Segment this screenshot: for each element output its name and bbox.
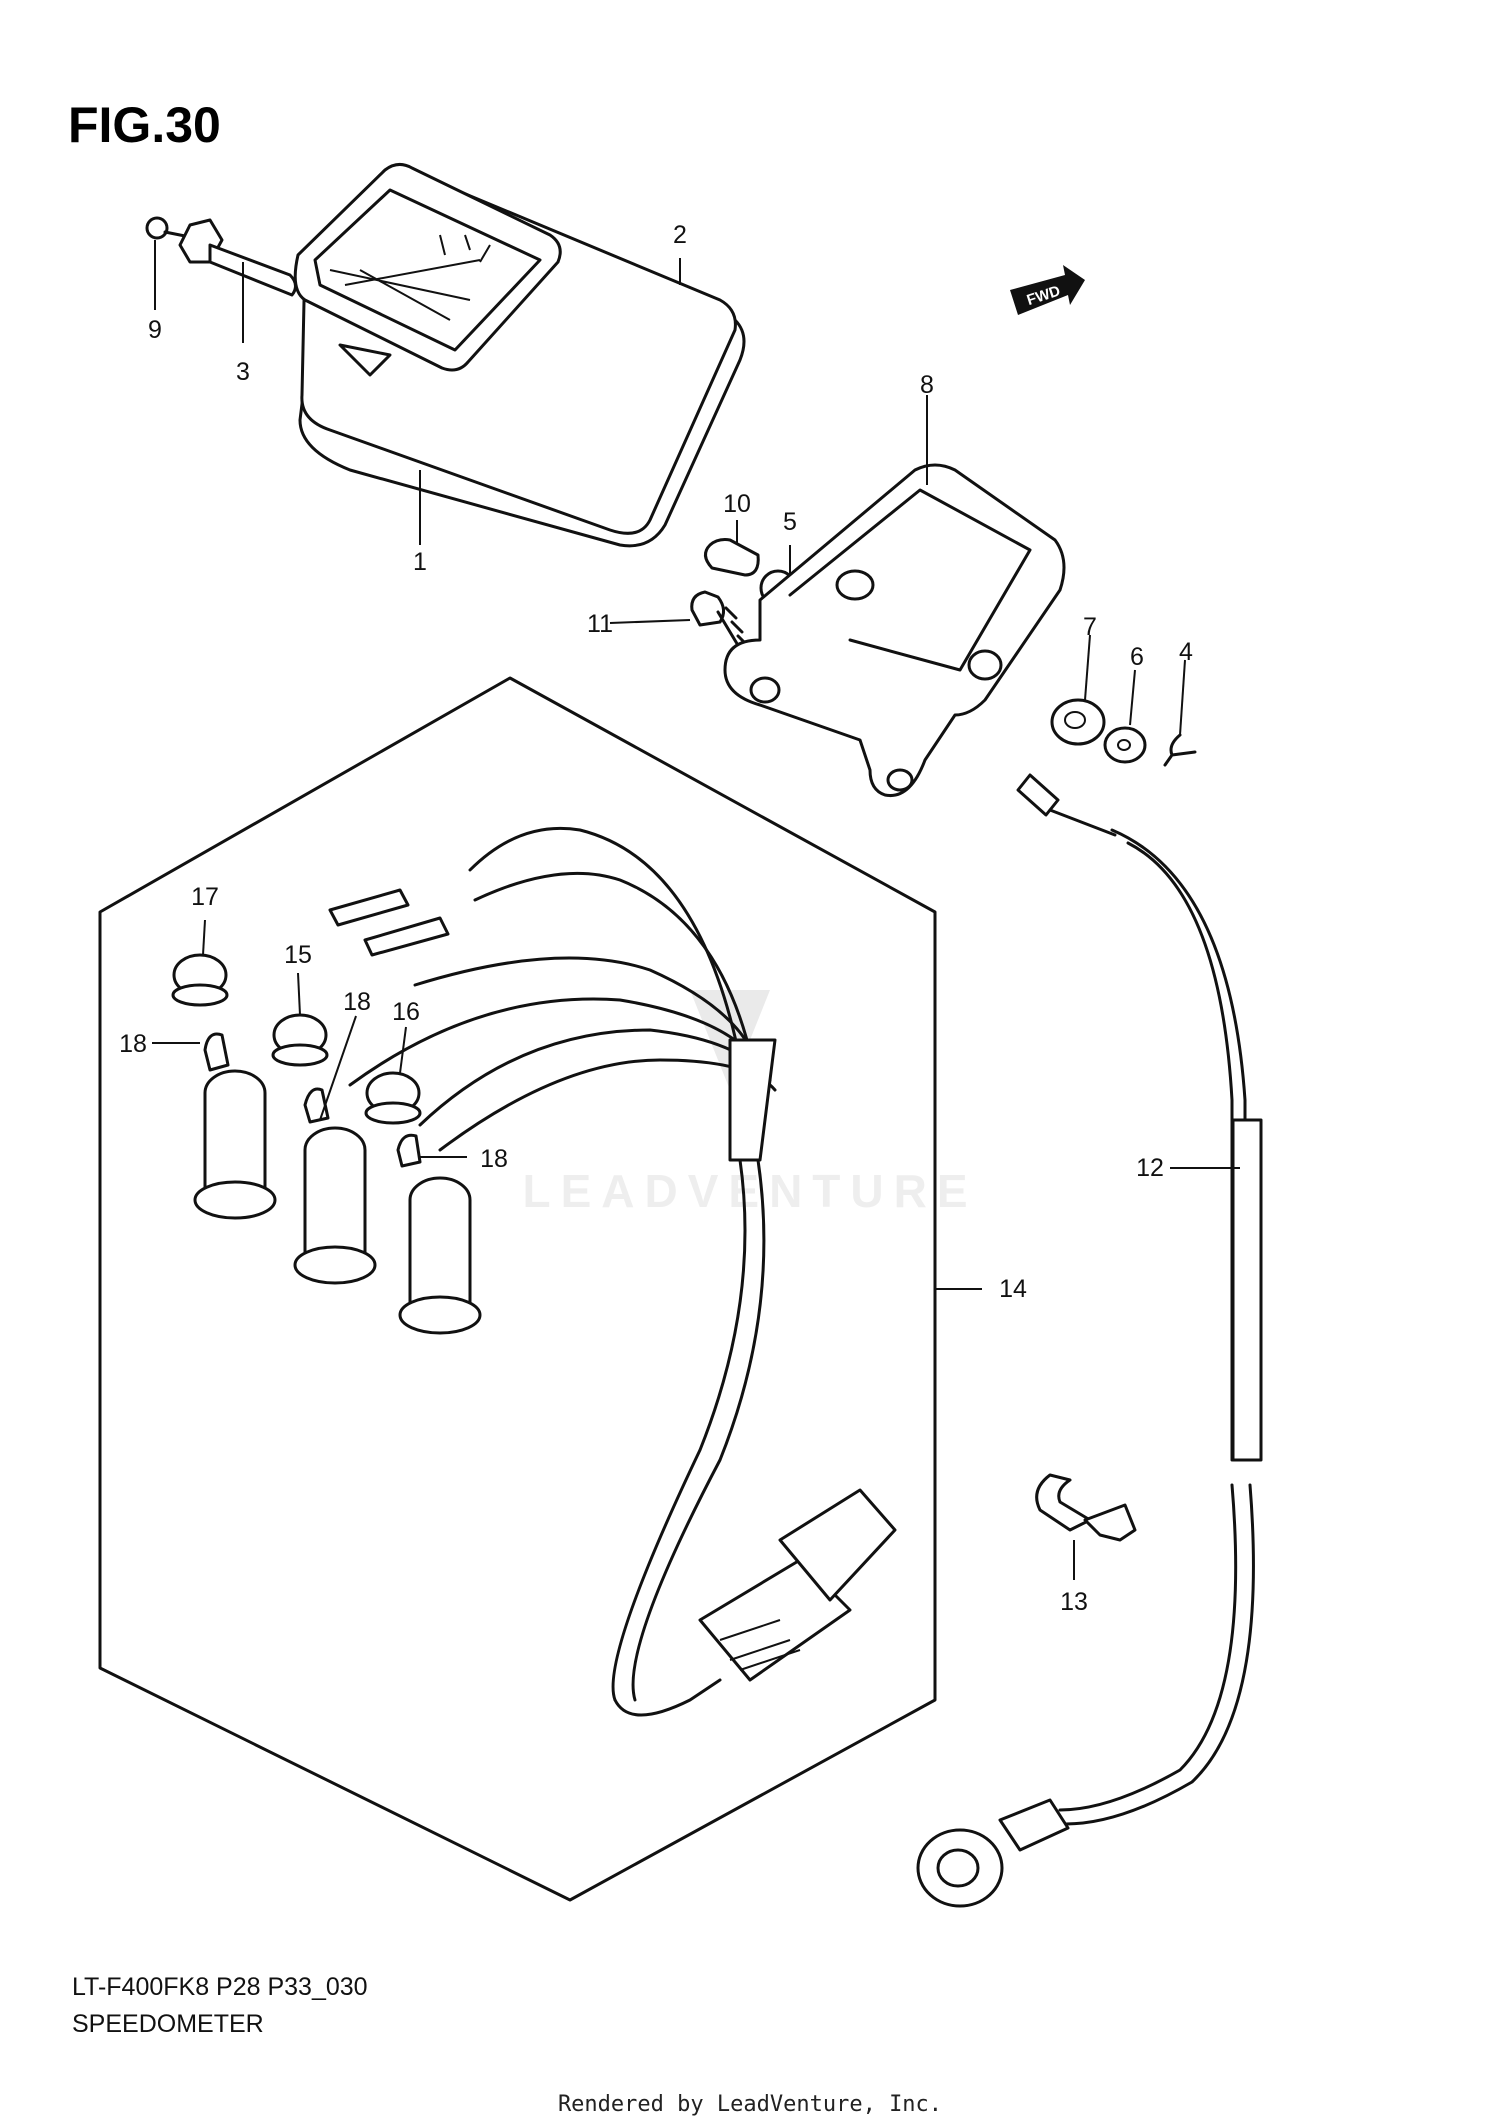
lens-cap-16 bbox=[364, 1071, 422, 1125]
callout-9: 9 bbox=[148, 316, 162, 344]
callout-18-left: 18 bbox=[119, 1030, 147, 1058]
lens-cap-15 bbox=[271, 1013, 329, 1067]
callout-12: 12 bbox=[1136, 1154, 1164, 1182]
bulb-socket-left bbox=[193, 1069, 277, 1220]
callout-17: 17 bbox=[191, 883, 219, 911]
callout-16: 16 bbox=[392, 998, 420, 1026]
callout-11: 11 bbox=[587, 610, 613, 638]
washer-6 bbox=[1103, 726, 1147, 764]
callout-7: 7 bbox=[1083, 613, 1097, 641]
callout-2: 2 bbox=[673, 221, 687, 249]
harness-hexagon-outline bbox=[98, 676, 937, 1902]
lens-cap-17 bbox=[171, 953, 229, 1007]
callout-4: 4 bbox=[1179, 638, 1193, 666]
screw-9 bbox=[145, 216, 187, 240]
assembly-name: SPEEDOMETER bbox=[72, 2010, 264, 2038]
harness-14 bbox=[328, 826, 897, 1717]
leader-lines bbox=[152, 240, 1240, 1580]
bulb-socket-right bbox=[398, 1176, 482, 1335]
forward-direction-badge: FWD bbox=[1010, 265, 1085, 315]
figure-title: FIG.30 bbox=[68, 97, 221, 153]
render-credit: Rendered by LeadVenture, Inc. bbox=[557, 2092, 943, 2117]
callout-8: 8 bbox=[920, 371, 934, 399]
bulb-socket-middle bbox=[293, 1126, 377, 1285]
screw-11 bbox=[690, 590, 750, 654]
callout-18-right: 18 bbox=[480, 1145, 508, 1173]
meter-face bbox=[293, 163, 562, 377]
bulb-18-right bbox=[396, 1133, 422, 1168]
callout-10: 10 bbox=[723, 490, 751, 518]
callout-15: 15 bbox=[284, 941, 312, 969]
model-code: LT-F400FK8 P28 P33_030 bbox=[72, 1973, 368, 2001]
callout-3: 3 bbox=[236, 358, 250, 386]
callout-5: 5 bbox=[783, 508, 797, 536]
callout-1: 1 bbox=[413, 548, 427, 576]
clip-4 bbox=[1163, 733, 1197, 767]
bulb-10 bbox=[704, 538, 760, 577]
bracket-8 bbox=[723, 463, 1066, 798]
callout-labels: 1 2 3 4 5 6 7 8 9 10 11 12 13 14 15 16 1… bbox=[119, 221, 1193, 1616]
clamp-13 bbox=[1035, 1473, 1137, 1542]
gear-shaft-3 bbox=[178, 218, 297, 297]
callout-14: 14 bbox=[999, 1275, 1027, 1303]
callout-18-middle: 18 bbox=[343, 988, 371, 1016]
callout-6: 6 bbox=[1130, 643, 1144, 671]
speedometer-cable-12 bbox=[916, 773, 1263, 1908]
grommet-7 bbox=[1050, 698, 1106, 746]
watermark-text: LEADVENTURE bbox=[522, 1165, 977, 1217]
bulb-18-left bbox=[203, 1032, 230, 1072]
callout-13: 13 bbox=[1060, 1588, 1088, 1616]
